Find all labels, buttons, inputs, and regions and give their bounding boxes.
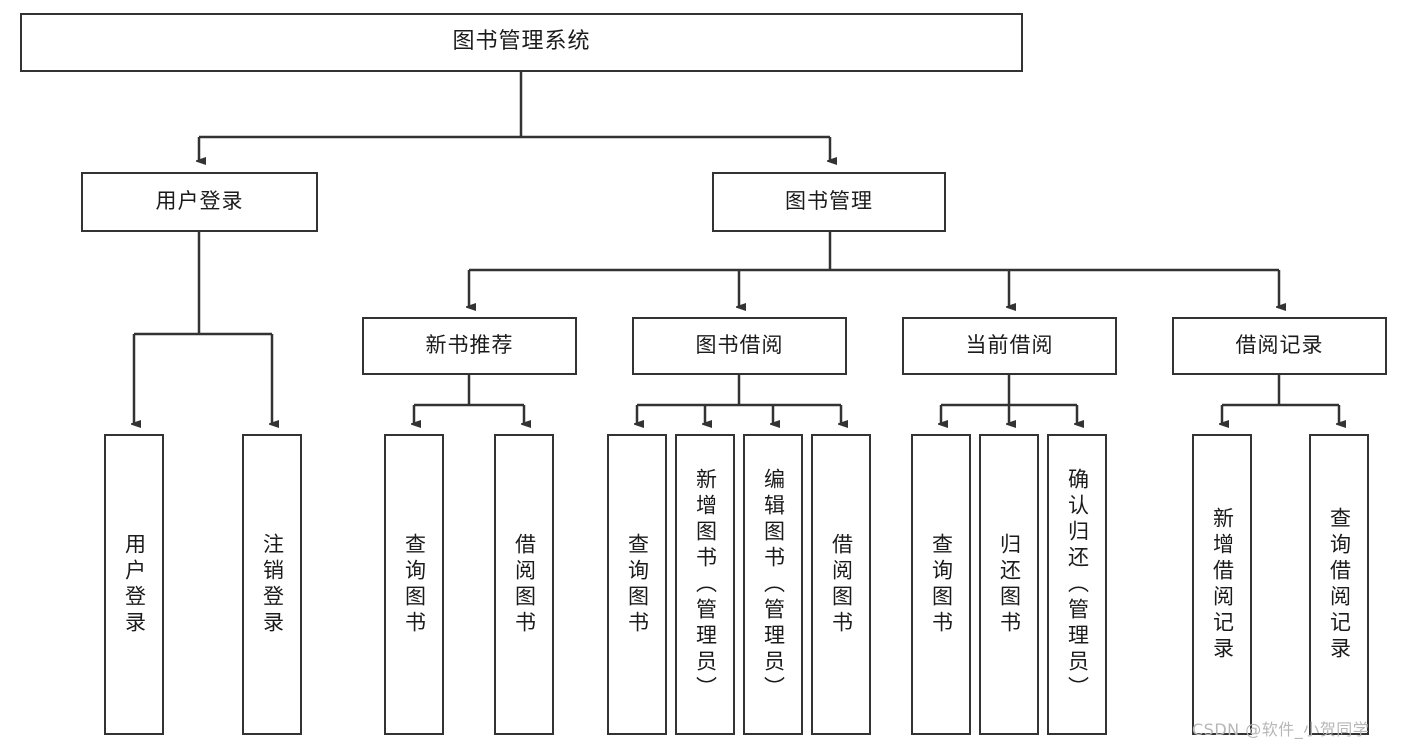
node-new-book-recommend[interactable]: 新书推荐	[362, 317, 577, 375]
leaf-confirm-return-admin[interactable]: 确认归还（管理员）	[1047, 434, 1107, 735]
leaf-query-book-current[interactable]: 查询图书	[911, 434, 971, 735]
leaf-query-book-borrow[interactable]: 查询图书	[607, 434, 667, 735]
node-book-manage[interactable]: 图书管理	[712, 172, 946, 232]
node-current-borrow[interactable]: 当前借阅	[902, 317, 1117, 375]
leaf-borrow-book[interactable]: 借阅图书	[811, 434, 871, 735]
csdn-watermark: CSDN @软件_小贺同学	[1192, 720, 1370, 739]
leaf-logout-login[interactable]: 注销登录	[242, 434, 302, 735]
leaf-return-book[interactable]: 归还图书	[979, 434, 1039, 735]
node-borrow-record[interactable]: 借阅记录	[1172, 317, 1387, 375]
node-root[interactable]: 图书管理系统	[20, 13, 1023, 72]
leaf-query-borrow-record[interactable]: 查询借阅记录	[1309, 434, 1369, 735]
leaf-edit-book-admin[interactable]: 编辑图书（管理员）	[743, 434, 803, 735]
leaf-borrow-book-recommend[interactable]: 借阅图书	[494, 434, 554, 735]
node-book-borrow[interactable]: 图书借阅	[632, 317, 847, 375]
leaf-add-book-admin[interactable]: 新增图书（管理员）	[675, 434, 735, 735]
node-user-login[interactable]: 用户登录	[81, 172, 318, 232]
leaf-user-login[interactable]: 用户登录	[104, 434, 164, 735]
leaf-add-borrow-record[interactable]: 新增借阅记录	[1192, 434, 1252, 735]
leaf-query-book-recommend[interactable]: 查询图书	[384, 434, 444, 735]
